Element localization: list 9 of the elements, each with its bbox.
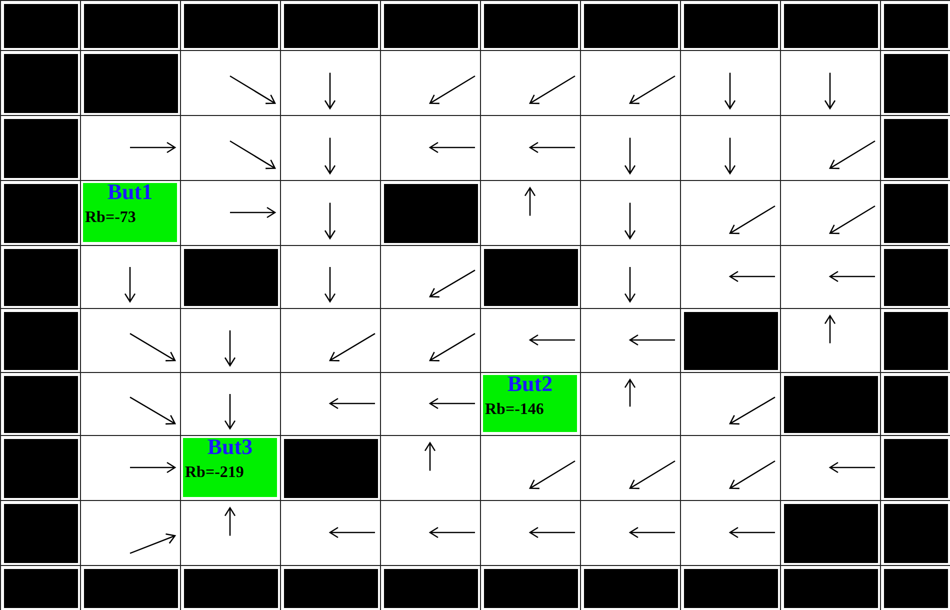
reward-value: Rb=-146	[484, 401, 545, 419]
goal-cell	[183, 438, 277, 497]
cell-title: But3	[206, 436, 254, 458]
goal-cell	[83, 183, 177, 242]
cell-title: But2	[506, 373, 554, 395]
cell-title: But1	[106, 181, 154, 203]
reward-value: Rb=-73	[84, 209, 137, 227]
goal-cell	[483, 375, 577, 432]
reward-value: Rb=-219	[184, 464, 245, 482]
